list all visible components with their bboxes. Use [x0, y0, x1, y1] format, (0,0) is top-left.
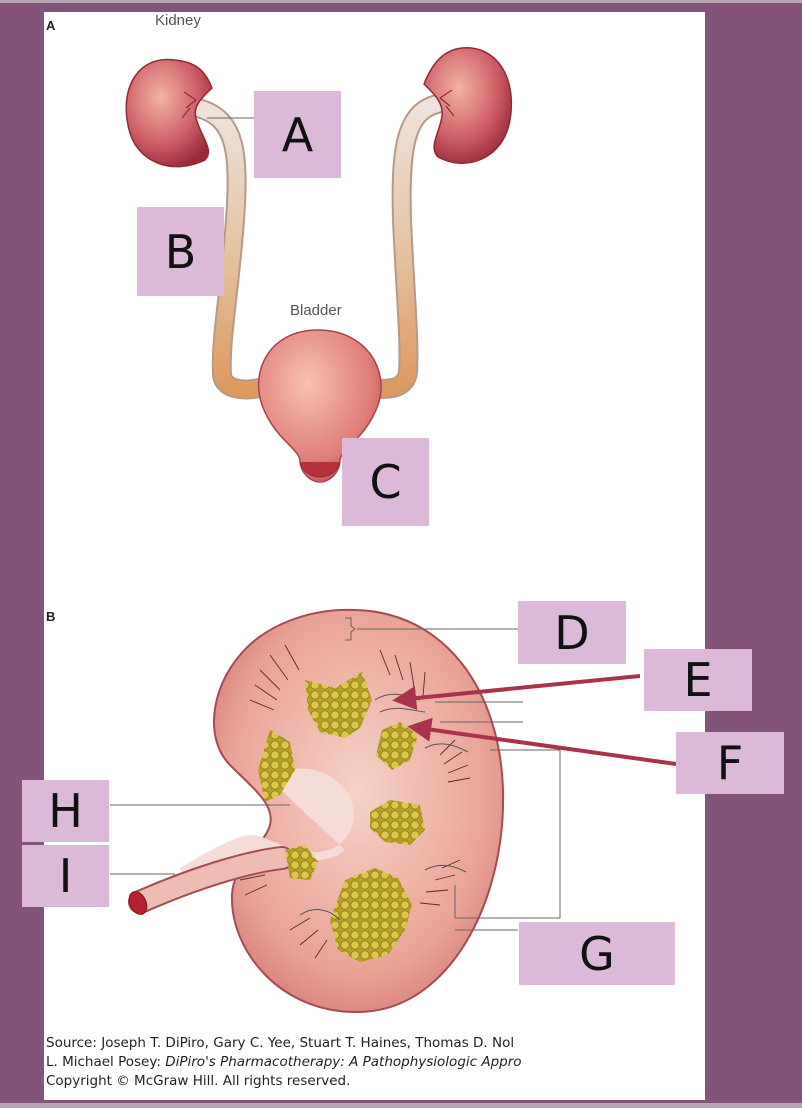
bladder-label: Bladder: [290, 302, 342, 319]
bottom-border: [0, 1103, 802, 1108]
panel-letter-b: B: [46, 609, 56, 624]
label-box-F[interactable]: F: [676, 732, 784, 794]
label-box-A[interactable]: A: [254, 91, 341, 178]
pyramid-2: [258, 730, 295, 802]
arrow-E: [392, 674, 641, 711]
top-border: [0, 0, 802, 3]
label-box-D[interactable]: D: [518, 601, 626, 664]
source-line-1: Source: Joseph T. DiPiro, Gary C. Yee, S…: [46, 1035, 515, 1051]
source-line-2-prefix: L. Michael Posey:: [46, 1054, 166, 1070]
source-line-3: Copyright © McGraw Hill. All rights rese…: [46, 1073, 351, 1089]
right-kidney: [423, 47, 512, 164]
kidney-cross-section: [213, 608, 505, 1014]
kidney-label: Kidney: [155, 12, 201, 29]
leader-lines: [110, 617, 561, 931]
label-box-C[interactable]: C: [342, 438, 429, 526]
pyramid-1: [305, 672, 372, 738]
arrow-F: [407, 717, 677, 766]
panel-letter-a: A: [46, 18, 56, 33]
cortex-striations: [239, 644, 471, 959]
source-line-2: L. Michael Posey: DiPiro's Pharmacothera…: [46, 1053, 706, 1072]
source-book-title: DiPiro's Pharmacotherapy: A Pathophysiol…: [165, 1054, 522, 1070]
pyramid-4: [370, 800, 425, 845]
label-box-B[interactable]: B: [137, 207, 224, 296]
label-box-H[interactable]: H: [22, 780, 109, 842]
label-box-E[interactable]: E: [644, 649, 752, 711]
left-kidney: [125, 58, 213, 168]
label-box-G[interactable]: G: [519, 922, 675, 985]
pyramid-6: [330, 868, 412, 962]
source-citation: Source: Joseph T. DiPiro, Gary C. Yee, S…: [46, 1034, 706, 1091]
pyramid-5: [285, 845, 318, 880]
label-box-I[interactable]: I: [22, 845, 109, 907]
